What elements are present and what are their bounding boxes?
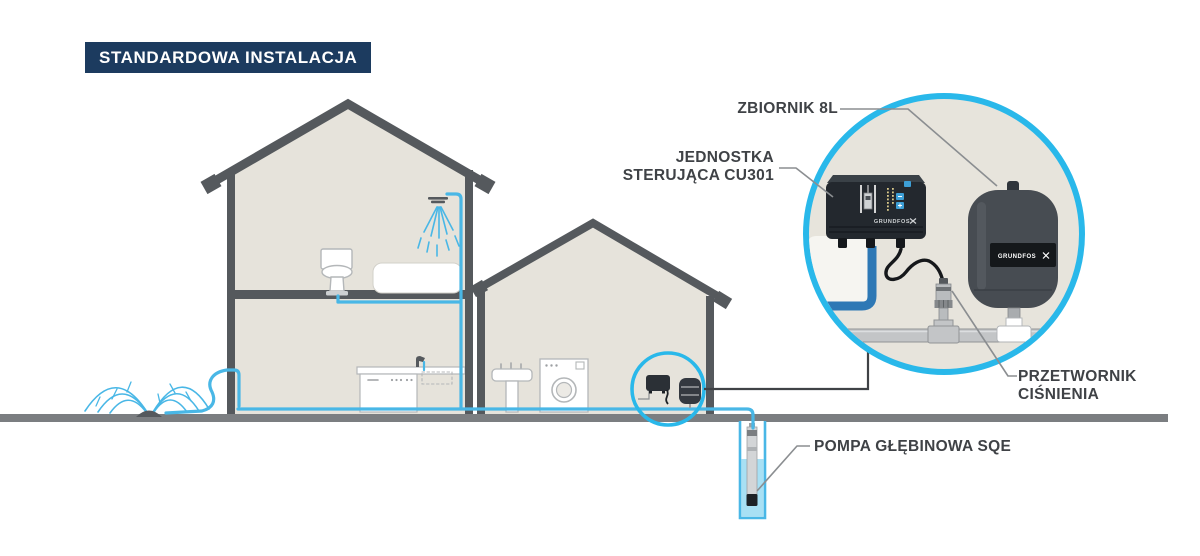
structure [200, 98, 733, 414]
shower-head-icon [428, 197, 448, 204]
magnified-blue-pipe [809, 246, 877, 311]
pipe-to-well [710, 407, 755, 430]
pressure-callout-line [951, 290, 1017, 377]
control-unit-callout-line1: JEDNOSTKA [675, 149, 774, 166]
house-1-right-wall [465, 170, 473, 414]
control-unit-callout-line [779, 167, 834, 198]
bathtub-icon [372, 262, 463, 294]
ground-line [0, 414, 1168, 422]
grundfos-x-icon [909, 218, 917, 224]
pressure-callout-label: PRZETWORNIK CIŚNIENIA [1018, 368, 1137, 404]
shower-spray [417, 206, 460, 257]
house-1-floor-slab [231, 290, 471, 299]
page-title: STANDARDOWA INSTALACJA [85, 42, 372, 73]
fixtures [320, 197, 589, 413]
cu301-display [860, 181, 911, 213]
pressure-transducer [927, 278, 960, 344]
pump-callout-text: POMPA GŁĘBINOWA SQE [814, 438, 1012, 455]
pipe-shower-riser [445, 192, 463, 411]
sink-basin [421, 371, 453, 385]
house-2-right-wall [706, 296, 714, 414]
tank-callout-line [840, 108, 998, 187]
sensor-cable [884, 247, 945, 284]
control-unit-callout-label: JEDNOSTKA STERUJĄCA CU301 [560, 149, 774, 185]
pump-callout-line [756, 445, 810, 492]
callout-lines [756, 108, 1017, 492]
submersible-pump-icon [746, 423, 758, 506]
washing-machine-icon [539, 358, 589, 413]
well [738, 421, 767, 520]
pressure-tank-small [679, 378, 701, 408]
tank-label-band [990, 243, 1056, 267]
pedestal-sink-icon [491, 362, 533, 413]
sprinkler-icon [136, 410, 162, 417]
control-unit-callout-line2: STERUJĄCA CU301 [622, 167, 774, 184]
pressure-callout-line1: PRZETWORNIK [1018, 368, 1137, 385]
house-2-roof [469, 218, 733, 310]
tank-logo-text: GRUNDFOS [998, 254, 1036, 260]
background-cabinet [809, 236, 868, 306]
house-2-left-wall [477, 288, 485, 414]
magnifier-connector-line [704, 352, 870, 391]
pump-callout-label: POMPA GŁĘBINOWA SQE [814, 438, 1011, 456]
tank-callout-label: ZBIORNIK 8L [640, 100, 838, 118]
water-pipes [84, 192, 755, 430]
cu301-logo-text: GRUNDFOS [874, 219, 910, 225]
pipe-garden-hose [164, 368, 241, 415]
tank-tee-fitting [996, 325, 1032, 343]
toilet-icon [320, 248, 353, 296]
house-1-left-wall [227, 170, 235, 414]
control-unit-cu301: GRUNDFOS [826, 175, 926, 248]
sprinkler-spray [84, 381, 210, 414]
pressure-callout-line2: CIŚNIENIA [1018, 386, 1100, 403]
house-2-interior [481, 222, 707, 414]
grundfos-x-icon [1042, 252, 1050, 259]
house-1-roof [200, 98, 496, 195]
control-unit-small [638, 375, 701, 408]
pressure-tank-8l: GRUNDFOS [968, 181, 1058, 343]
cu301-leds [887, 188, 894, 211]
tank-callout-text: ZBIORNIK 8L [737, 100, 838, 117]
magnifier-contents: GRUNDFOS GRUNDFOS [809, 175, 1079, 344]
kitchen-counter [356, 356, 466, 413]
kitchen-faucet-icon [416, 356, 425, 367]
